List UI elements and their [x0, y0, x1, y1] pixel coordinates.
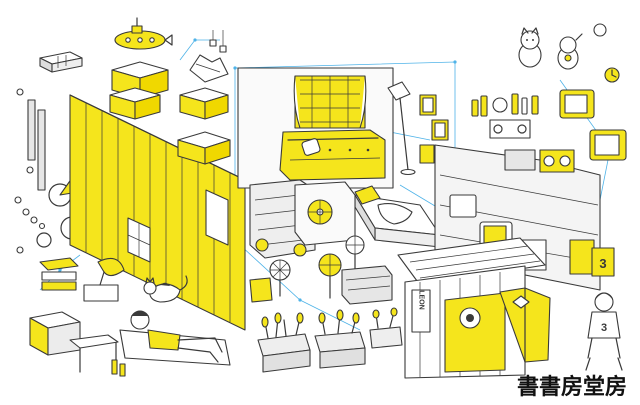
hanging-tags — [209, 30, 227, 53]
side-table — [69, 334, 126, 377]
tshirt-number: 3 — [601, 322, 607, 334]
fan-icon — [255, 235, 365, 299]
logo-wordmark: 書書房堂房 — [517, 374, 627, 400]
submarine-icon — [114, 17, 173, 50]
maneki-neko-icon — [518, 27, 583, 70]
pipes-and-parts — [14, 51, 83, 254]
appliance-pile — [249, 179, 356, 259]
plant-icon — [257, 307, 403, 373]
lounging-person — [119, 310, 231, 366]
shop-sign: LEON — [411, 289, 431, 333]
gramophone-icon — [83, 257, 125, 302]
cardboard-boxes — [109, 54, 231, 165]
stacked-crates — [249, 265, 393, 305]
speaker-box-number: 3 — [599, 256, 606, 271]
logo: 書書房堂房 — [517, 374, 627, 400]
shop-sign-text: LEON — [418, 290, 425, 309]
bottle-icon — [471, 93, 539, 117]
floor-lamp-icon — [387, 81, 416, 176]
clock-icon — [492, 23, 620, 113]
sofa-icon — [279, 129, 386, 181]
cat-icon — [143, 275, 188, 303]
picture-frames — [419, 94, 449, 164]
bed-icon — [354, 185, 441, 248]
boy-figure: 3 — [585, 292, 623, 371]
tv-icon — [449, 89, 627, 249]
speaker-box: 3 — [591, 247, 615, 277]
